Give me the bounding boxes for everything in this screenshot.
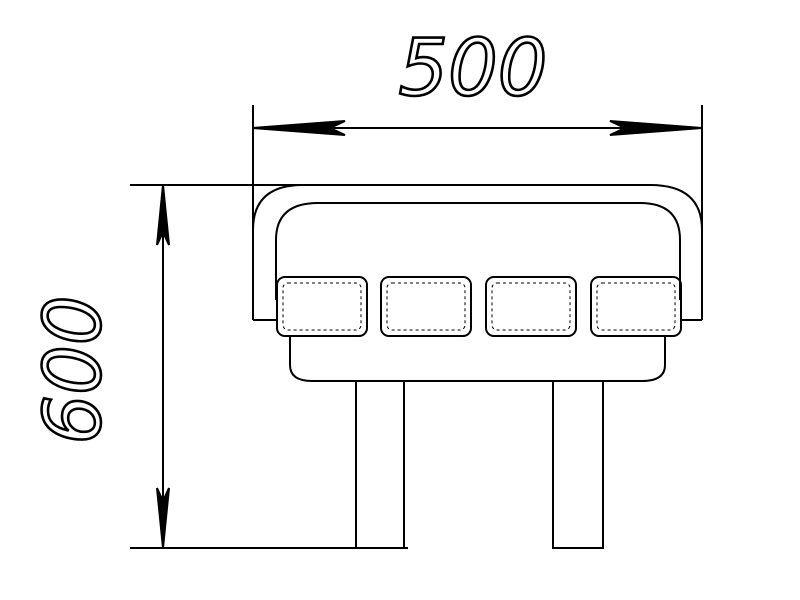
seat-base xyxy=(289,336,666,382)
width-arrow-left xyxy=(252,120,346,136)
cushion xyxy=(276,276,368,337)
height-dimension xyxy=(130,184,650,549)
frame-outer xyxy=(252,184,703,320)
leg-right xyxy=(552,380,604,549)
width-arrow-right xyxy=(609,120,703,136)
cushion xyxy=(380,276,472,337)
cushion xyxy=(485,276,577,337)
cushion xyxy=(590,276,682,337)
height-arrow-bottom xyxy=(156,487,170,549)
width-dimension xyxy=(252,105,703,320)
cushion-row xyxy=(276,276,682,337)
leg-left xyxy=(355,380,405,549)
cushion-stitching xyxy=(282,282,676,331)
frame-inner xyxy=(275,202,681,300)
height-arrow-top xyxy=(156,184,170,246)
height-label: 600 xyxy=(29,296,119,445)
width-label: 500 xyxy=(399,24,548,114)
bench-frame xyxy=(252,184,703,321)
bench-legs xyxy=(355,380,604,549)
